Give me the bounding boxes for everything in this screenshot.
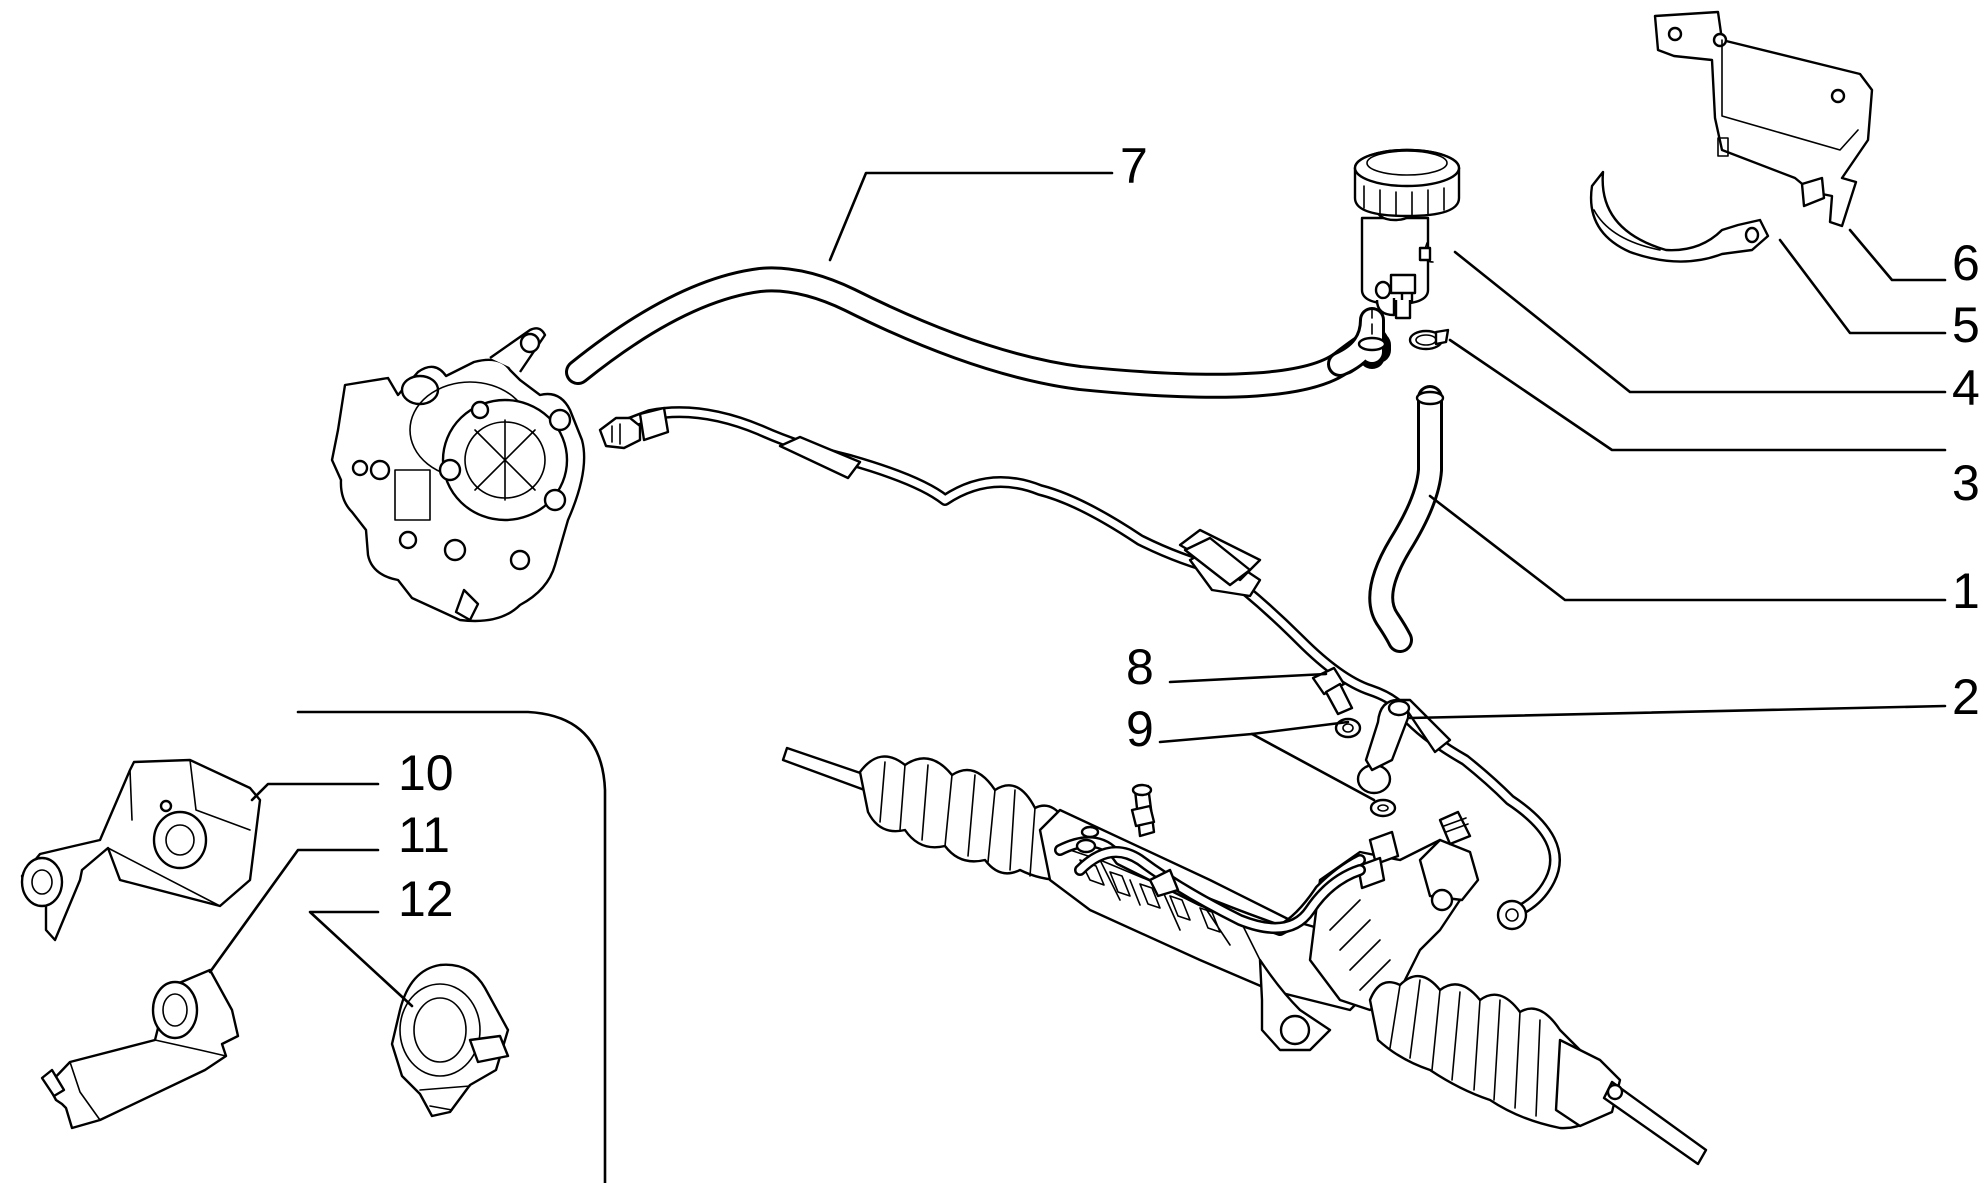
sealing-washers xyxy=(1334,717,1397,818)
hose-clamp xyxy=(1408,328,1450,351)
callout-4: 4 xyxy=(1952,360,1980,416)
leader-lines xyxy=(208,171,1947,1008)
steering-pump xyxy=(330,327,586,623)
steering-rack xyxy=(781,746,1708,1166)
callout-5: 5 xyxy=(1952,297,1980,353)
callout-3: 3 xyxy=(1952,455,1980,511)
inset-frame xyxy=(296,710,607,1183)
mounting-strap xyxy=(1589,170,1770,263)
clip-part-11 xyxy=(40,968,240,1130)
callout-9: 9 xyxy=(1126,701,1154,757)
reservoir-bracket xyxy=(1653,10,1874,228)
feed-hose xyxy=(1368,385,1445,653)
pressure-pipe xyxy=(598,406,1561,931)
fluid-reservoir xyxy=(1353,148,1461,320)
callout-10: 10 xyxy=(398,745,454,801)
callouts: 7 6 5 4 3 1 2 8 9 10 11 12 xyxy=(398,138,1980,927)
callout-6: 6 xyxy=(1952,235,1980,291)
callout-1: 1 xyxy=(1952,563,1980,619)
clip-part-12 xyxy=(390,963,510,1118)
clip-part-10 xyxy=(20,758,262,942)
callout-7: 7 xyxy=(1120,138,1148,194)
callout-2: 2 xyxy=(1952,669,1980,725)
callout-12: 12 xyxy=(398,871,454,927)
return-hose xyxy=(565,266,1391,399)
return-hose-end xyxy=(1327,307,1387,377)
banjo-elbow xyxy=(1364,698,1411,772)
callout-11: 11 xyxy=(398,807,450,863)
callout-8: 8 xyxy=(1126,639,1154,695)
